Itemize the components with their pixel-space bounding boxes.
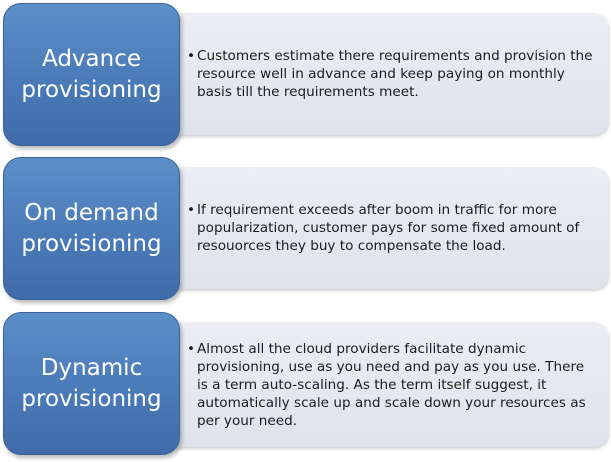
description-box: • If requirement exceeds after boom in t…	[150, 167, 608, 289]
provisioning-row-on-demand: • If requirement exceeds after boom in t…	[0, 154, 611, 304]
description-box: • Customers estimate there requirements …	[150, 13, 608, 135]
label-line-2: provisioning	[21, 230, 162, 257]
bullet-icon: •	[187, 48, 196, 64]
label-line-2: provisioning	[21, 385, 162, 412]
bullet-icon: •	[187, 202, 196, 218]
provisioning-label: Dynamic provisioning	[3, 312, 180, 455]
provisioning-label: On demand provisioning	[3, 157, 180, 300]
provisioning-row-dynamic: • Almost all the cloud providers facilit…	[0, 309, 611, 461]
description-text: If requirement exceeds after boom in tra…	[197, 202, 580, 254]
description-bullet-item: • If requirement exceeds after boom in t…	[187, 201, 598, 255]
label-line-1: Dynamic	[40, 354, 143, 381]
description-bullet-item: • Almost all the cloud providers facilit…	[187, 340, 598, 430]
label-line-2: provisioning	[21, 76, 162, 103]
description-text: Almost all the cloud providers facilitat…	[197, 340, 586, 429]
provisioning-row-advance: • Customers estimate there requirements …	[0, 0, 611, 150]
provisioning-label: Advance provisioning	[3, 3, 180, 146]
description-box: • Almost all the cloud providers facilit…	[150, 322, 608, 447]
description-bullet-item: • Customers estimate there requirements …	[187, 47, 598, 101]
description-text: Customers estimate there requirements an…	[197, 48, 593, 100]
bullet-icon: •	[187, 340, 196, 357]
label-line-1: On demand	[24, 199, 159, 226]
label-line-1: Advance	[41, 45, 141, 72]
